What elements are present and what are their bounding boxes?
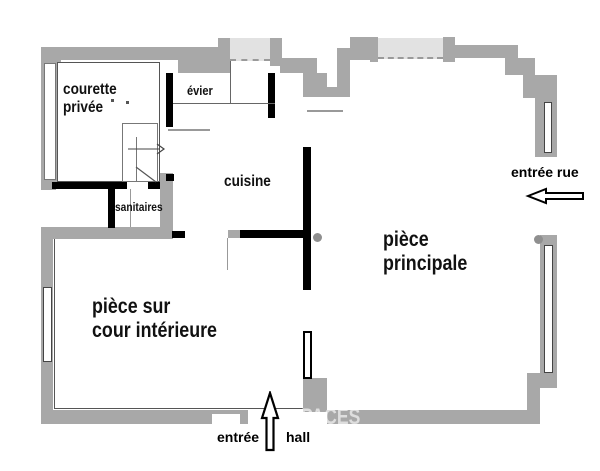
window-evier-pillar-left [218, 38, 230, 73]
partition-evier-left [166, 73, 173, 127]
label-sanitaires: sanitaires [115, 200, 163, 214]
cour-interior-outline [54, 239, 303, 409]
partition-stub-left-gap [172, 231, 185, 238]
door-dash-courette-cuisine [168, 129, 210, 131]
speck-b [126, 101, 129, 104]
wall-bottom-step [303, 378, 327, 412]
wall-bottom-right [327, 410, 540, 424]
label-piece-sur-cour: pièce sur cour intérieure [92, 295, 217, 343]
wall-sanitaires-band [53, 227, 173, 239]
wall-right-step [527, 373, 540, 412]
door-panel-cour [303, 331, 312, 379]
partition-cap-c [166, 174, 174, 181]
partition-courette-bottom [52, 182, 127, 189]
wall-courette-left-corner [41, 180, 56, 190]
window-principale-right [544, 245, 553, 373]
partition-divider-vertical [303, 147, 311, 290]
wall-courette-top [41, 47, 178, 60]
stair-closet-outline [122, 123, 158, 182]
line-evier-alcove [230, 61, 231, 103]
window-rue [544, 102, 552, 153]
wall-band-b [350, 37, 370, 60]
stair-inner-line [136, 137, 137, 182]
wall-sanitaires-right [160, 173, 173, 239]
wall-step-c [505, 58, 535, 75]
wall-step-d [523, 75, 557, 98]
wall-evier-top [178, 47, 218, 73]
window-evier-pillar-right [270, 38, 282, 66]
arrow-left-icon [525, 187, 584, 205]
wall-rise [337, 48, 350, 87]
partition-sanitaires-left [108, 185, 115, 228]
label-cuisine: cuisine [224, 173, 271, 190]
door-leaf-divider [227, 238, 228, 270]
window-cour-left [43, 287, 52, 362]
watermark: PACES [301, 404, 361, 429]
label-piece-principale: pièce principale [383, 228, 468, 276]
door-swing-arrow-icon [128, 143, 166, 183]
window-principale-pillar-left [370, 37, 378, 62]
window-principale-top [378, 38, 443, 59]
wall-band-c [455, 45, 518, 58]
wall-step-b [315, 87, 350, 97]
label-entree-hall-left: entrée [217, 429, 260, 445]
speck-a [111, 99, 114, 102]
wall-cap-divider [228, 230, 240, 238]
door-leaf-sanitaires [130, 189, 131, 227]
partition-cuisine-horizontal [240, 230, 311, 238]
label-entree-hall-right: hall [286, 429, 311, 445]
partition-courette-bottom-b [148, 182, 160, 189]
line-evier-bottom [173, 103, 275, 104]
label-courette: courette privée [63, 81, 117, 117]
window-courette-left [44, 63, 56, 180]
wall-bottom-left [41, 410, 248, 424]
label-evier: évier [187, 83, 213, 98]
wall-band-a [280, 58, 317, 73]
door-dash-principale [307, 110, 343, 112]
dot-divider [313, 233, 322, 242]
dot-right-wall [534, 235, 543, 244]
window-evier [230, 38, 270, 61]
partition-evier-right [268, 73, 275, 118]
arrow-up-icon [260, 391, 280, 452]
wall-bottom-notch [212, 414, 240, 424]
label-entree-rue: entrée rue [511, 164, 579, 180]
window-principale-pillar-right [443, 37, 455, 62]
